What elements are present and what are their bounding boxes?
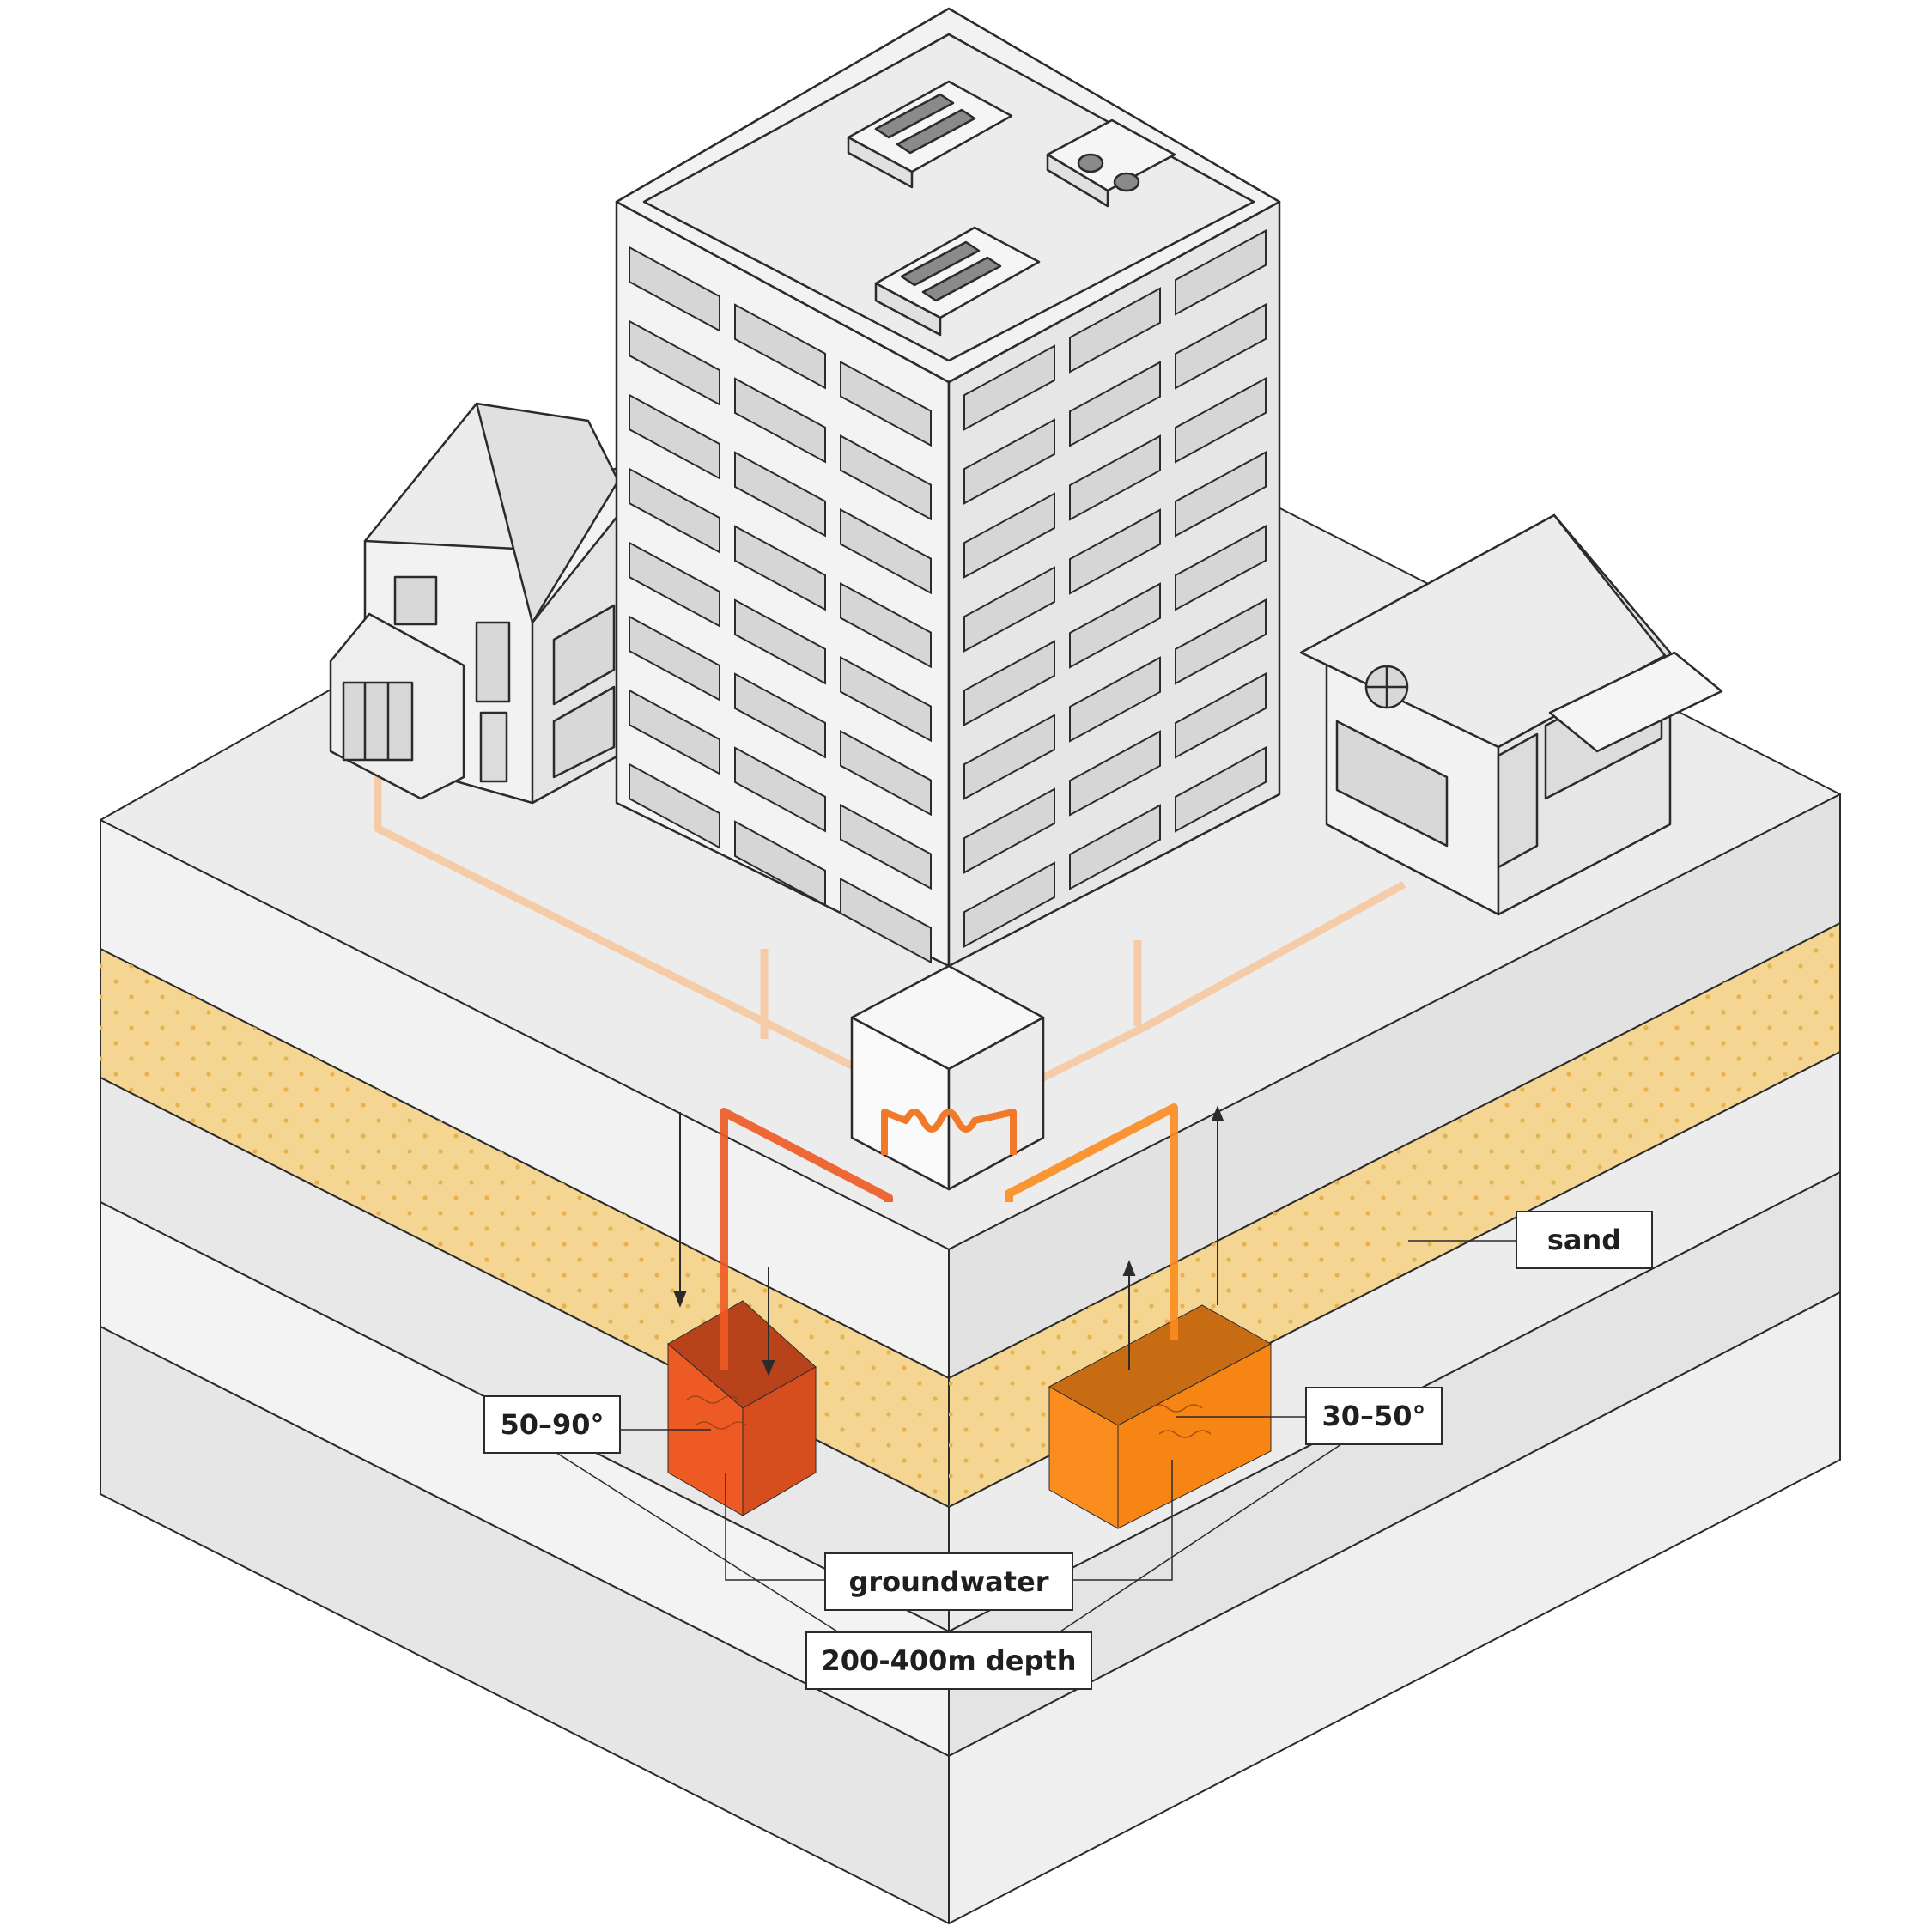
window (1175, 303, 1267, 390)
left-house (329, 402, 620, 805)
flow-down-arrow-icon (762, 1267, 775, 1376)
window (629, 541, 720, 628)
window (629, 467, 720, 554)
window (1175, 598, 1267, 685)
window (840, 803, 932, 890)
leader-lines (553, 1240, 1516, 1632)
window (963, 640, 1055, 726)
window (963, 492, 1055, 579)
window (1069, 804, 1161, 890)
window (840, 360, 932, 447)
window (840, 507, 932, 595)
window (1069, 582, 1161, 669)
cold-temp-label: 30–50° (1305, 1387, 1443, 1445)
right-layer-5 (948, 1291, 1841, 1924)
window (840, 581, 932, 669)
window (734, 377, 826, 464)
window (734, 746, 826, 833)
window (963, 566, 1055, 653)
window (1175, 377, 1267, 464)
warm-well (1048, 1304, 1273, 1529)
window (963, 861, 1055, 948)
awning (1548, 651, 1723, 753)
heat-exchanger (850, 964, 1045, 1191)
window (1069, 434, 1161, 521)
hot-temp-label: 50–90° (483, 1395, 621, 1454)
window (963, 418, 1055, 505)
window (1069, 361, 1161, 447)
flow-up-arrow-icon (1122, 1260, 1136, 1370)
window (1175, 746, 1267, 833)
window (734, 525, 826, 611)
window (963, 344, 1055, 431)
depth-label: 200-400m depth (805, 1631, 1092, 1690)
window (1175, 672, 1267, 759)
window (1175, 229, 1267, 316)
window (629, 689, 720, 775)
window (734, 820, 826, 907)
window (1175, 451, 1267, 538)
window (1069, 508, 1161, 595)
window (840, 434, 932, 521)
groundwater-label: groundwater (824, 1552, 1073, 1611)
roof-vent-icon (847, 80, 1013, 189)
window (734, 451, 826, 538)
flow-up-arrow-icon (1211, 1105, 1224, 1305)
window (629, 615, 720, 702)
window (1069, 656, 1161, 743)
well-pipes (720, 1103, 1178, 1370)
hot-well (667, 1300, 817, 1516)
window (963, 787, 1055, 874)
heat-exchanger-coil-icon (881, 1109, 1017, 1155)
window (629, 762, 720, 849)
window (734, 598, 826, 685)
window (840, 655, 932, 743)
window (1175, 525, 1267, 611)
right-house (1299, 513, 1723, 916)
window (1069, 287, 1161, 374)
window (734, 303, 826, 390)
flow-arrows (673, 1105, 1224, 1376)
window (963, 714, 1055, 800)
window (629, 319, 720, 406)
sand-label: sand (1516, 1211, 1653, 1269)
window (1069, 730, 1161, 817)
window (840, 729, 932, 817)
building-windows (629, 229, 1267, 964)
window (629, 393, 720, 480)
flow-down-arrow-icon (673, 1112, 687, 1308)
window (840, 877, 932, 964)
window (734, 672, 826, 759)
window (629, 246, 720, 332)
